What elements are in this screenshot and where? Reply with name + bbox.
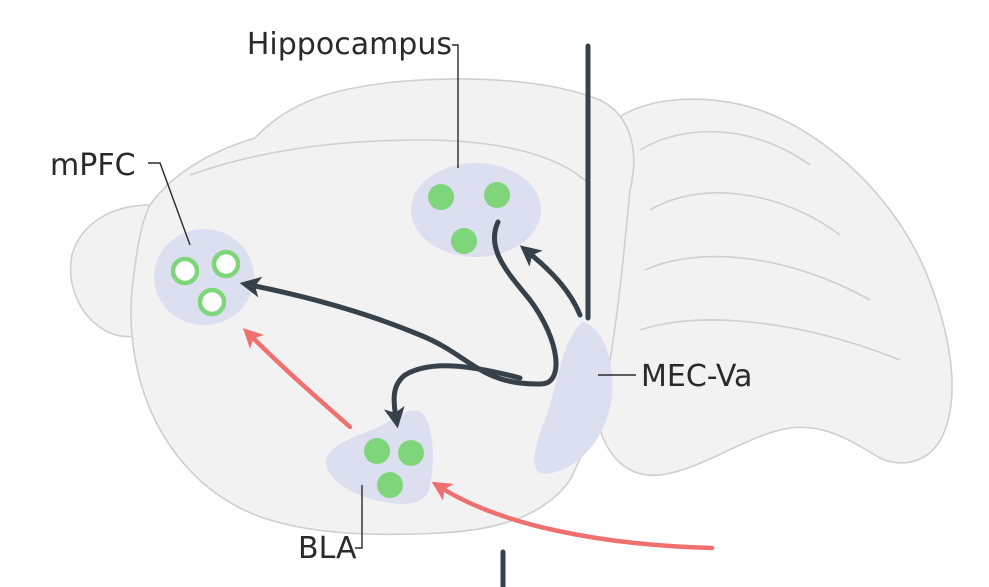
bla-to-mpfc-arrow — [242, 328, 353, 430]
hippocampus-cell — [428, 184, 454, 210]
mpfc-cell — [170, 256, 200, 286]
hippocampus-to-mpfc-arrow — [239, 219, 559, 387]
mec-region — [534, 322, 613, 474]
cortex-boundary — [189, 139, 591, 186]
mpfc-cell — [197, 287, 227, 317]
cerebellum — [599, 98, 953, 477]
hippocampus-label: Hippocampus — [247, 27, 452, 62]
mec-label: MEC-Va — [641, 359, 752, 394]
bla-label: BLA — [298, 531, 357, 566]
hippocampus-cell — [484, 182, 510, 208]
bla-cell — [377, 472, 403, 498]
hippocampus-cells — [428, 182, 510, 254]
external-to-bla-arrow — [431, 481, 715, 551]
mpfc-leader — [148, 162, 191, 246]
cerebellum-fold-2 — [649, 192, 841, 236]
cerebellum-fold-3 — [644, 255, 871, 301]
bla-cells — [364, 438, 424, 498]
mec-to-hippocampus-arrow — [519, 245, 583, 318]
cerebellum-fold-4 — [639, 319, 901, 361]
bla-leader — [355, 485, 363, 549]
hippocampus-cell — [451, 228, 477, 254]
cerebellum-fold-1 — [639, 130, 811, 166]
mpfc-cell — [211, 249, 241, 279]
hippocampus-leader — [452, 44, 459, 168]
mpfc-label: mPFC — [50, 148, 136, 183]
mpfc-cells — [170, 249, 241, 317]
bla-cell — [364, 438, 390, 464]
bla-cell — [398, 440, 424, 466]
hippocampus-to-bla-arrow — [383, 363, 523, 429]
